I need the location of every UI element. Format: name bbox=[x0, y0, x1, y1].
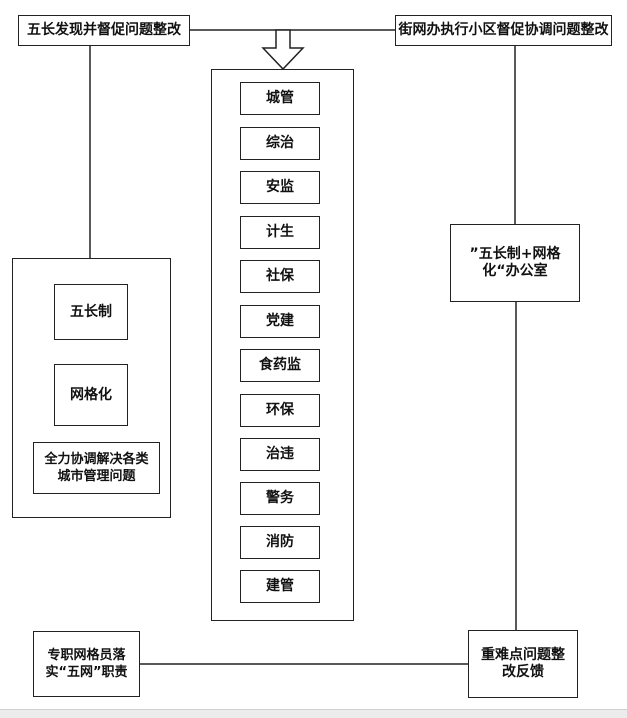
dept-box: 党建 bbox=[240, 305, 320, 338]
dept-label: 食药监 bbox=[259, 357, 301, 373]
office-box-label: ”五长制+网格化“办公室 bbox=[469, 246, 561, 279]
top-left-box-label: 五长发现并督促问题整改 bbox=[27, 22, 181, 38]
dept-label: 消防 bbox=[266, 534, 294, 550]
dept-label: 社保 bbox=[266, 268, 294, 284]
dept-label: 环保 bbox=[266, 402, 294, 418]
departments-frame bbox=[211, 69, 354, 621]
dept-box: 计生 bbox=[240, 216, 320, 249]
dept-box: 食药监 bbox=[240, 349, 320, 382]
bottom-left-box: 专职网格员落实“五网”职责 bbox=[33, 631, 140, 697]
top-right-box: 街网办执行小区督促协调问题整改 bbox=[395, 15, 612, 46]
top-right-box-label: 街网办执行小区督促协调问题整改 bbox=[398, 22, 609, 38]
left-item-label: 全力协调解决各类城市管理问题 bbox=[44, 452, 149, 484]
dept-label: 综治 bbox=[266, 135, 294, 151]
dept-box: 城管 bbox=[240, 82, 320, 115]
left-item-grid: 网格化 bbox=[54, 364, 128, 426]
left-item-coordinate: 全力协调解决各类城市管理问题 bbox=[33, 442, 160, 494]
left-item-label: 五长制 bbox=[70, 303, 112, 320]
dept-box: 综治 bbox=[240, 127, 320, 160]
dept-label: 警务 bbox=[266, 490, 294, 506]
dept-box: 治违 bbox=[240, 438, 320, 471]
dept-box: 消防 bbox=[240, 526, 320, 559]
dept-box: 警务 bbox=[240, 482, 320, 515]
dept-label: 建管 bbox=[266, 578, 294, 594]
dept-label: 城管 bbox=[266, 90, 294, 106]
dept-label: 治违 bbox=[266, 446, 294, 462]
bottom-left-box-label: 专职网格员落实“五网”职责 bbox=[45, 648, 128, 680]
dept-box: 建管 bbox=[240, 570, 320, 603]
left-item-label: 网格化 bbox=[70, 386, 112, 403]
office-box: ”五长制+网格化“办公室 bbox=[450, 224, 580, 302]
dept-label: 计生 bbox=[266, 224, 294, 240]
dept-label: 党建 bbox=[266, 313, 294, 329]
left-item-five-chief: 五长制 bbox=[54, 284, 128, 340]
footer-bar bbox=[0, 709, 627, 718]
dept-label: 安监 bbox=[266, 179, 294, 195]
dept-box: 安监 bbox=[240, 171, 320, 204]
top-left-box: 五长发现并督促问题整改 bbox=[18, 15, 190, 46]
down-arrow-icon bbox=[261, 29, 305, 71]
bottom-right-box: 重难点问题整改反馈 bbox=[468, 630, 578, 698]
left-panel-frame bbox=[12, 258, 171, 518]
dept-box: 环保 bbox=[240, 394, 320, 427]
bottom-right-box-label: 重难点问题整改反馈 bbox=[481, 647, 565, 680]
dept-box: 社保 bbox=[240, 260, 320, 293]
